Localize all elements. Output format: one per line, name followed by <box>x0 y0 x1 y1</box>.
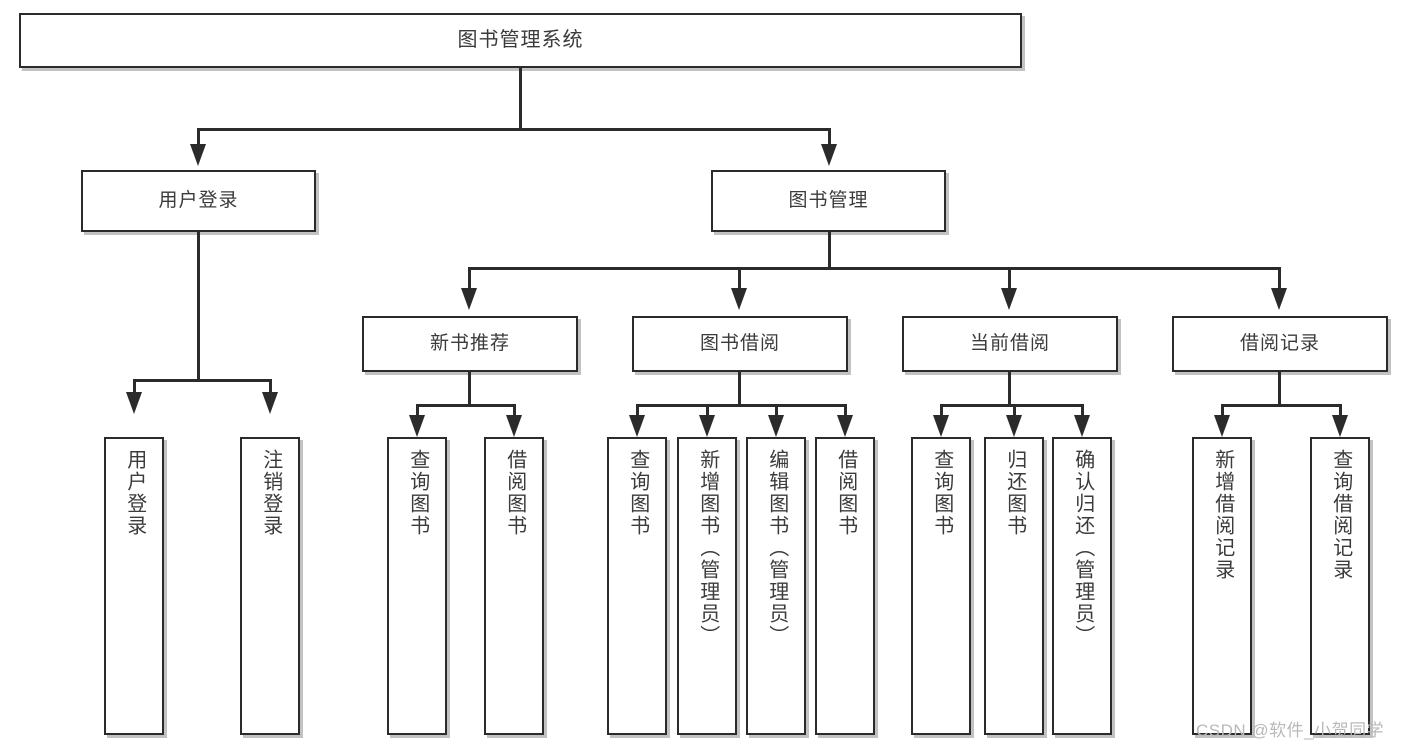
node-borrow-records[interactable]: 借阅记录 <box>1172 316 1388 372</box>
connector-drop-bb-add <box>706 404 709 416</box>
node-label: 借阅记录 <box>1239 333 1320 355</box>
arrow-nb-borrow <box>506 415 522 437</box>
node-label: 图书管理系统 <box>457 29 584 51</box>
node-label: 用户登录 <box>158 190 239 212</box>
arrow-current-borrow <box>1001 288 1017 310</box>
connector-book-borrow-stem <box>738 372 741 406</box>
leaf-borrow-book[interactable]: 借阅图书 <box>815 437 875 735</box>
connector-drop-bb-query <box>636 404 639 416</box>
connector-drop-leaf-user-login <box>133 379 136 393</box>
connector-drop-current-borrow <box>1008 267 1011 289</box>
leaf-query-borrow-record[interactable]: 查询借阅记录 <box>1310 437 1370 735</box>
arrow-cb-query <box>933 415 949 437</box>
connector-drop-new-books <box>468 267 471 289</box>
connector-drop-leaf-logout <box>269 379 272 393</box>
leaf-return-book[interactable]: 归还图书 <box>984 437 1044 735</box>
leaf-label: 编辑图书（管理员） <box>765 449 788 647</box>
arrow-book-mgmt <box>821 144 837 166</box>
connector-drop-book-borrow <box>738 267 741 289</box>
node-book-borrow[interactable]: 图书借阅 <box>632 316 848 372</box>
connector-drop-br-query <box>1339 404 1342 416</box>
leaf-label: 查询图书 <box>930 449 953 537</box>
node-current-borrow[interactable]: 当前借阅 <box>902 316 1118 372</box>
arrow-nb-query <box>409 415 425 437</box>
arrow-new-books <box>461 288 477 310</box>
leaf-label: 借阅图书 <box>834 449 857 537</box>
arrow-bb-add <box>699 415 715 437</box>
connector-borrow-records-bus <box>1221 404 1340 407</box>
connector-user-login-stem <box>197 232 200 382</box>
leaf-confirm-return-admin[interactable]: 确认归还（管理员） <box>1052 437 1112 735</box>
leaf-label: 归还图书 <box>1003 449 1026 537</box>
leaf-label: 确认归还（管理员） <box>1071 449 1094 647</box>
connector-drop-nb-query <box>416 404 419 416</box>
leaf-borrow-book-new[interactable]: 借阅图书 <box>484 437 544 735</box>
connector-book-borrow-bus <box>636 404 846 407</box>
node-label: 当前借阅 <box>969 333 1050 355</box>
connector-drop-borrow-records <box>1278 267 1281 289</box>
connector-level1-bus <box>197 128 831 131</box>
leaf-query-book[interactable]: 查询图书 <box>607 437 667 735</box>
connector-borrow-records-stem <box>1278 372 1281 406</box>
leaf-label: 新增图书（管理员） <box>696 449 719 647</box>
connector-root-stem <box>519 68 522 130</box>
leaf-query-book-new[interactable]: 查询图书 <box>387 437 447 735</box>
leaf-add-book-admin[interactable]: 新增图书（管理员） <box>677 437 737 735</box>
leaf-edit-book-admin[interactable]: 编辑图书（管理员） <box>746 437 806 735</box>
connector-book-mgmt-stem <box>828 232 831 270</box>
node-root[interactable]: 图书管理系统 <box>19 13 1022 68</box>
connector-drop-user-login <box>197 128 200 146</box>
leaf-label: 新增借阅记录 <box>1211 449 1234 581</box>
node-user-login[interactable]: 用户登录 <box>81 170 316 232</box>
connector-drop-cb-confirm <box>1081 404 1084 416</box>
node-book-management[interactable]: 图书管理 <box>711 170 946 232</box>
connector-user-login-bus <box>133 379 270 382</box>
arrow-leaf-user-login <box>126 392 142 414</box>
node-label: 图书借阅 <box>699 333 780 355</box>
leaf-query-book-current[interactable]: 查询图书 <box>911 437 971 735</box>
leaf-label: 注销登录 <box>259 449 282 537</box>
connector-current-borrow-stem <box>1008 372 1011 406</box>
leaf-add-borrow-record[interactable]: 新增借阅记录 <box>1192 437 1252 735</box>
connector-drop-cb-query <box>940 404 943 416</box>
arrow-bb-edit <box>768 415 784 437</box>
connector-drop-bb-edit <box>775 404 778 416</box>
leaf-label: 用户登录 <box>123 449 146 537</box>
csdn-watermark: CSDN @软件_小贺同学 <box>1196 721 1385 740</box>
arrow-br-query <box>1332 415 1348 437</box>
arrow-br-add <box>1214 415 1230 437</box>
connector-drop-book-mgmt <box>828 128 831 146</box>
leaf-label: 查询图书 <box>626 449 649 537</box>
connector-level3-bus <box>468 267 1280 270</box>
connector-new-books-stem <box>468 372 471 406</box>
leaf-label: 查询借阅记录 <box>1329 449 1352 581</box>
leaf-label: 查询图书 <box>406 449 429 537</box>
connector-drop-cb-return <box>1013 404 1016 416</box>
connector-new-books-bus <box>416 404 515 407</box>
leaf-logout[interactable]: 注销登录 <box>240 437 300 735</box>
node-label: 新书推荐 <box>429 333 510 355</box>
arrow-bb-borrow <box>837 415 853 437</box>
connector-drop-br-add <box>1221 404 1224 416</box>
connector-current-borrow-bus <box>940 404 1081 407</box>
connector-drop-bb-borrow <box>844 404 847 416</box>
leaf-label: 借阅图书 <box>503 449 526 537</box>
connector-drop-nb-borrow <box>513 404 516 416</box>
node-label: 图书管理 <box>788 190 869 212</box>
node-new-book-recommend[interactable]: 新书推荐 <box>362 316 578 372</box>
arrow-user-login <box>190 144 206 166</box>
arrow-book-borrow <box>731 288 747 310</box>
arrow-cb-confirm <box>1074 415 1090 437</box>
arrow-leaf-logout <box>262 392 278 414</box>
arrow-bb-query <box>629 415 645 437</box>
arrow-cb-return <box>1006 415 1022 437</box>
leaf-user-login[interactable]: 用户登录 <box>104 437 164 735</box>
arrow-borrow-records <box>1271 288 1287 310</box>
